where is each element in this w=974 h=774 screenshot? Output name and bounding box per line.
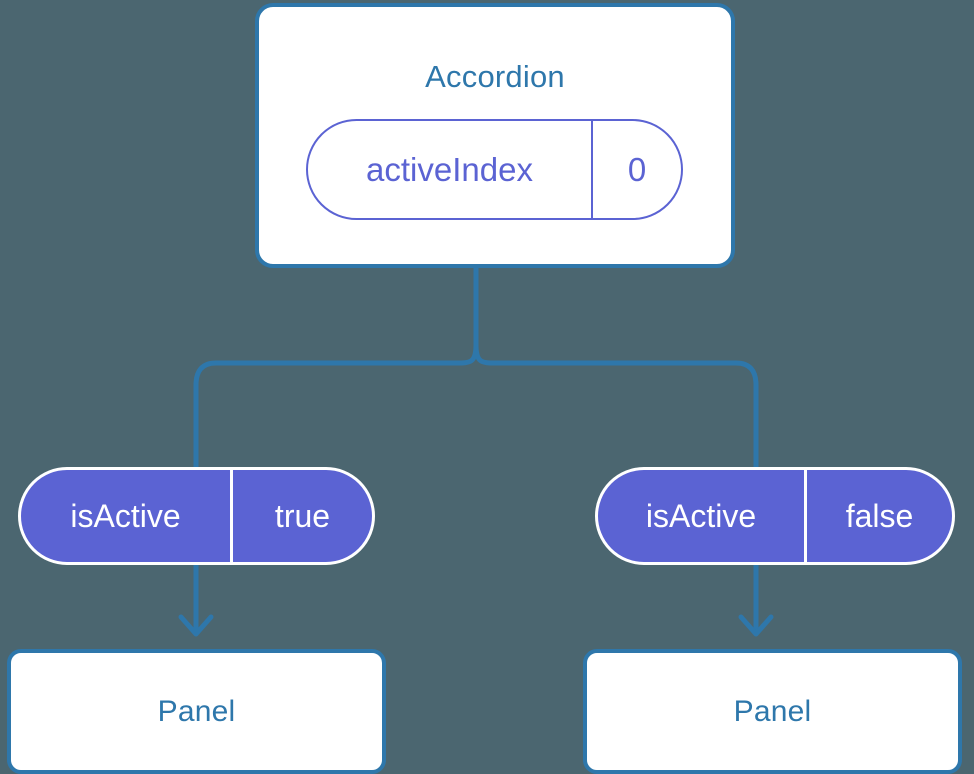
arrow-down-right [738, 565, 774, 637]
prop-pill-key: isActive [598, 470, 807, 562]
state-pill-active-index[interactable]: activeIndex 0 [306, 119, 683, 220]
prop-pill-is-active-right[interactable]: isActive false [595, 467, 955, 565]
prop-pill-value: true [274, 498, 331, 534]
panel-title: Panel [157, 694, 236, 728]
state-pill-value: 0 [627, 151, 647, 188]
panel-component-card-right[interactable]: Panel [583, 649, 962, 774]
prop-pill-value: false [845, 498, 914, 534]
panel-title: Panel [733, 694, 812, 728]
panel-component-card-left[interactable]: Panel [7, 649, 386, 774]
prop-pill-is-active-left[interactable]: isActive true [18, 467, 375, 565]
accordion-title: Accordion [425, 59, 565, 94]
prop-pill-key: isActive [21, 470, 233, 562]
state-pill-key: activeIndex [308, 121, 593, 218]
tree-branch-connector [193, 268, 759, 467]
arrow-down-left [178, 565, 214, 637]
